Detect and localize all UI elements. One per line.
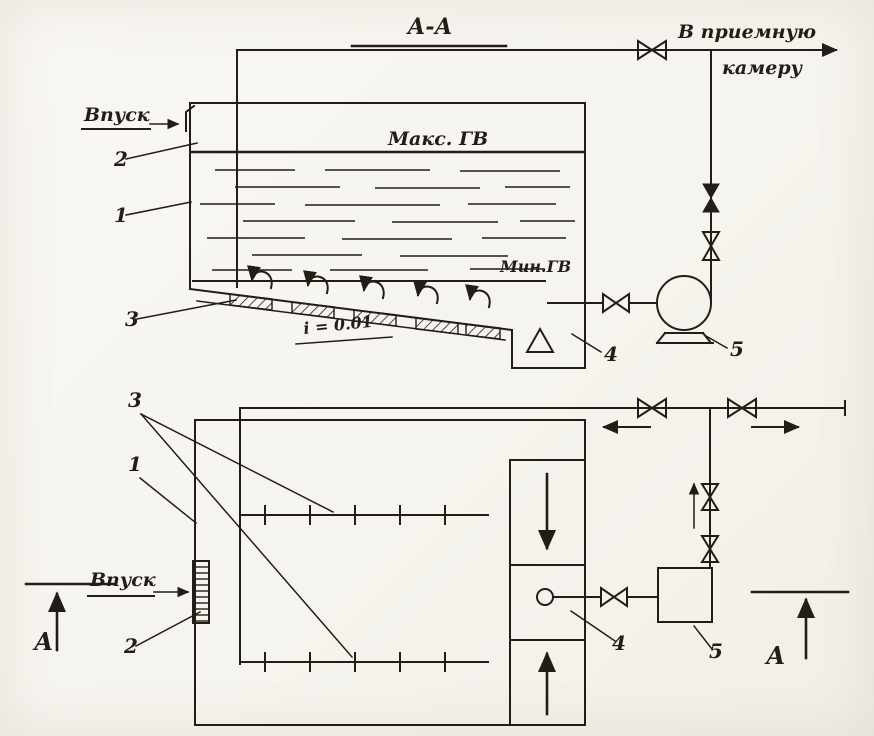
callout-1: 1 [114,203,128,227]
plan-callout-2: 2 [123,634,138,658]
plan-pipe-valve-left-icon [637,397,667,419]
plan-inlet-group: Впуск [87,560,210,624]
section-cut-markers: А А [24,582,850,670]
callout-5: 5 [730,337,744,361]
plan-pump-connection [536,567,713,623]
suction-valve-icon [602,292,630,314]
outlet-valve-icon [637,39,667,61]
outlet-label-line2: камеру [722,57,804,79]
suction-line [547,292,658,314]
riser-pipe-group [701,49,721,304]
section-title-group: А-А [350,14,508,48]
section-marker-right: А [764,641,786,670]
plan-riser-valve-lower-icon [700,535,720,563]
min-level-label: Мин.ГВ [499,257,571,276]
section-marker-left: А [32,627,54,656]
riser-check-valve-icon [701,231,721,261]
max-level-label: Макс. ГВ [387,128,488,150]
pump-box [657,567,713,623]
sump-pit [511,326,586,369]
inlet-group: Впуск [81,104,196,132]
pump-group [655,275,714,345]
riser-gate-valve-icon [702,183,720,213]
inlet-pipe-symbol [185,104,196,132]
plan-distribution-pipes [239,407,489,672]
plan-return-pipe-group [239,397,846,434]
water-max-level: Макс. ГВ [190,128,586,154]
plan-callouts: 3 1 2 4 5 [123,388,723,663]
tank-plan [194,419,586,726]
plan-callout-4: 4 [612,631,626,655]
suction-inlet-icon [536,588,554,606]
section-title: А-А [406,14,453,40]
callout-3: 3 [125,307,139,331]
plan-riser-group [688,407,720,569]
plan-callout-3: 3 [128,388,142,412]
plan-view: Впуск А А 3 1 2 4 [24,388,850,726]
slope-underline [295,336,393,345]
pump-base [655,331,714,345]
plan-riser-valve-upper-icon [700,483,720,511]
water-min-level: Мин.ГВ [192,257,571,282]
plan-suction-valve-icon [600,586,628,608]
plan-callout-5: 5 [709,639,723,663]
plan-inlet-label: Впуск [89,569,156,591]
plan-pipe-valve-right-icon [727,397,757,419]
section-view: А-А В приемную камеру Впуск Макс. ГВ [81,14,838,369]
section-callouts: 2 1 3 4 5 [113,142,744,366]
sump-level-triangle-icon [525,326,555,353]
jet-arrows [247,265,491,309]
inlet-screen [192,560,210,624]
water-shading [200,169,575,271]
filter-bed: i = 0.01 [196,293,506,345]
callout-4: 4 [604,342,618,366]
inlet-label: Впуск [83,104,150,126]
plan-callout-1: 1 [128,452,142,476]
outlet-pipe-group: В приемную камеру [236,21,838,288]
callout-2: 2 [113,147,128,171]
plan-tank-outline [194,419,586,726]
pump-icon [656,275,712,331]
outlet-label-line1: В приемную [677,21,816,43]
